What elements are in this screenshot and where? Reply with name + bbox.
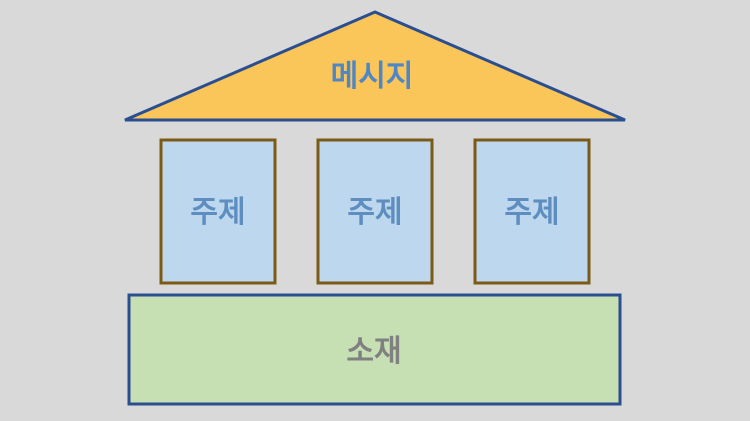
pillar-1-label: 주제 (190, 195, 245, 230)
pillar-1 (159, 138, 277, 285)
pillar-2 (316, 138, 434, 285)
base-label: 소재 (346, 334, 401, 369)
roof-label: 메시지 (331, 59, 414, 94)
pillar-3 (473, 138, 591, 285)
roof-triangle (124, 10, 626, 122)
pillar-2-label: 주제 (347, 195, 402, 230)
base-foundation (127, 293, 622, 406)
pillar-3-label: 주제 (504, 195, 559, 230)
